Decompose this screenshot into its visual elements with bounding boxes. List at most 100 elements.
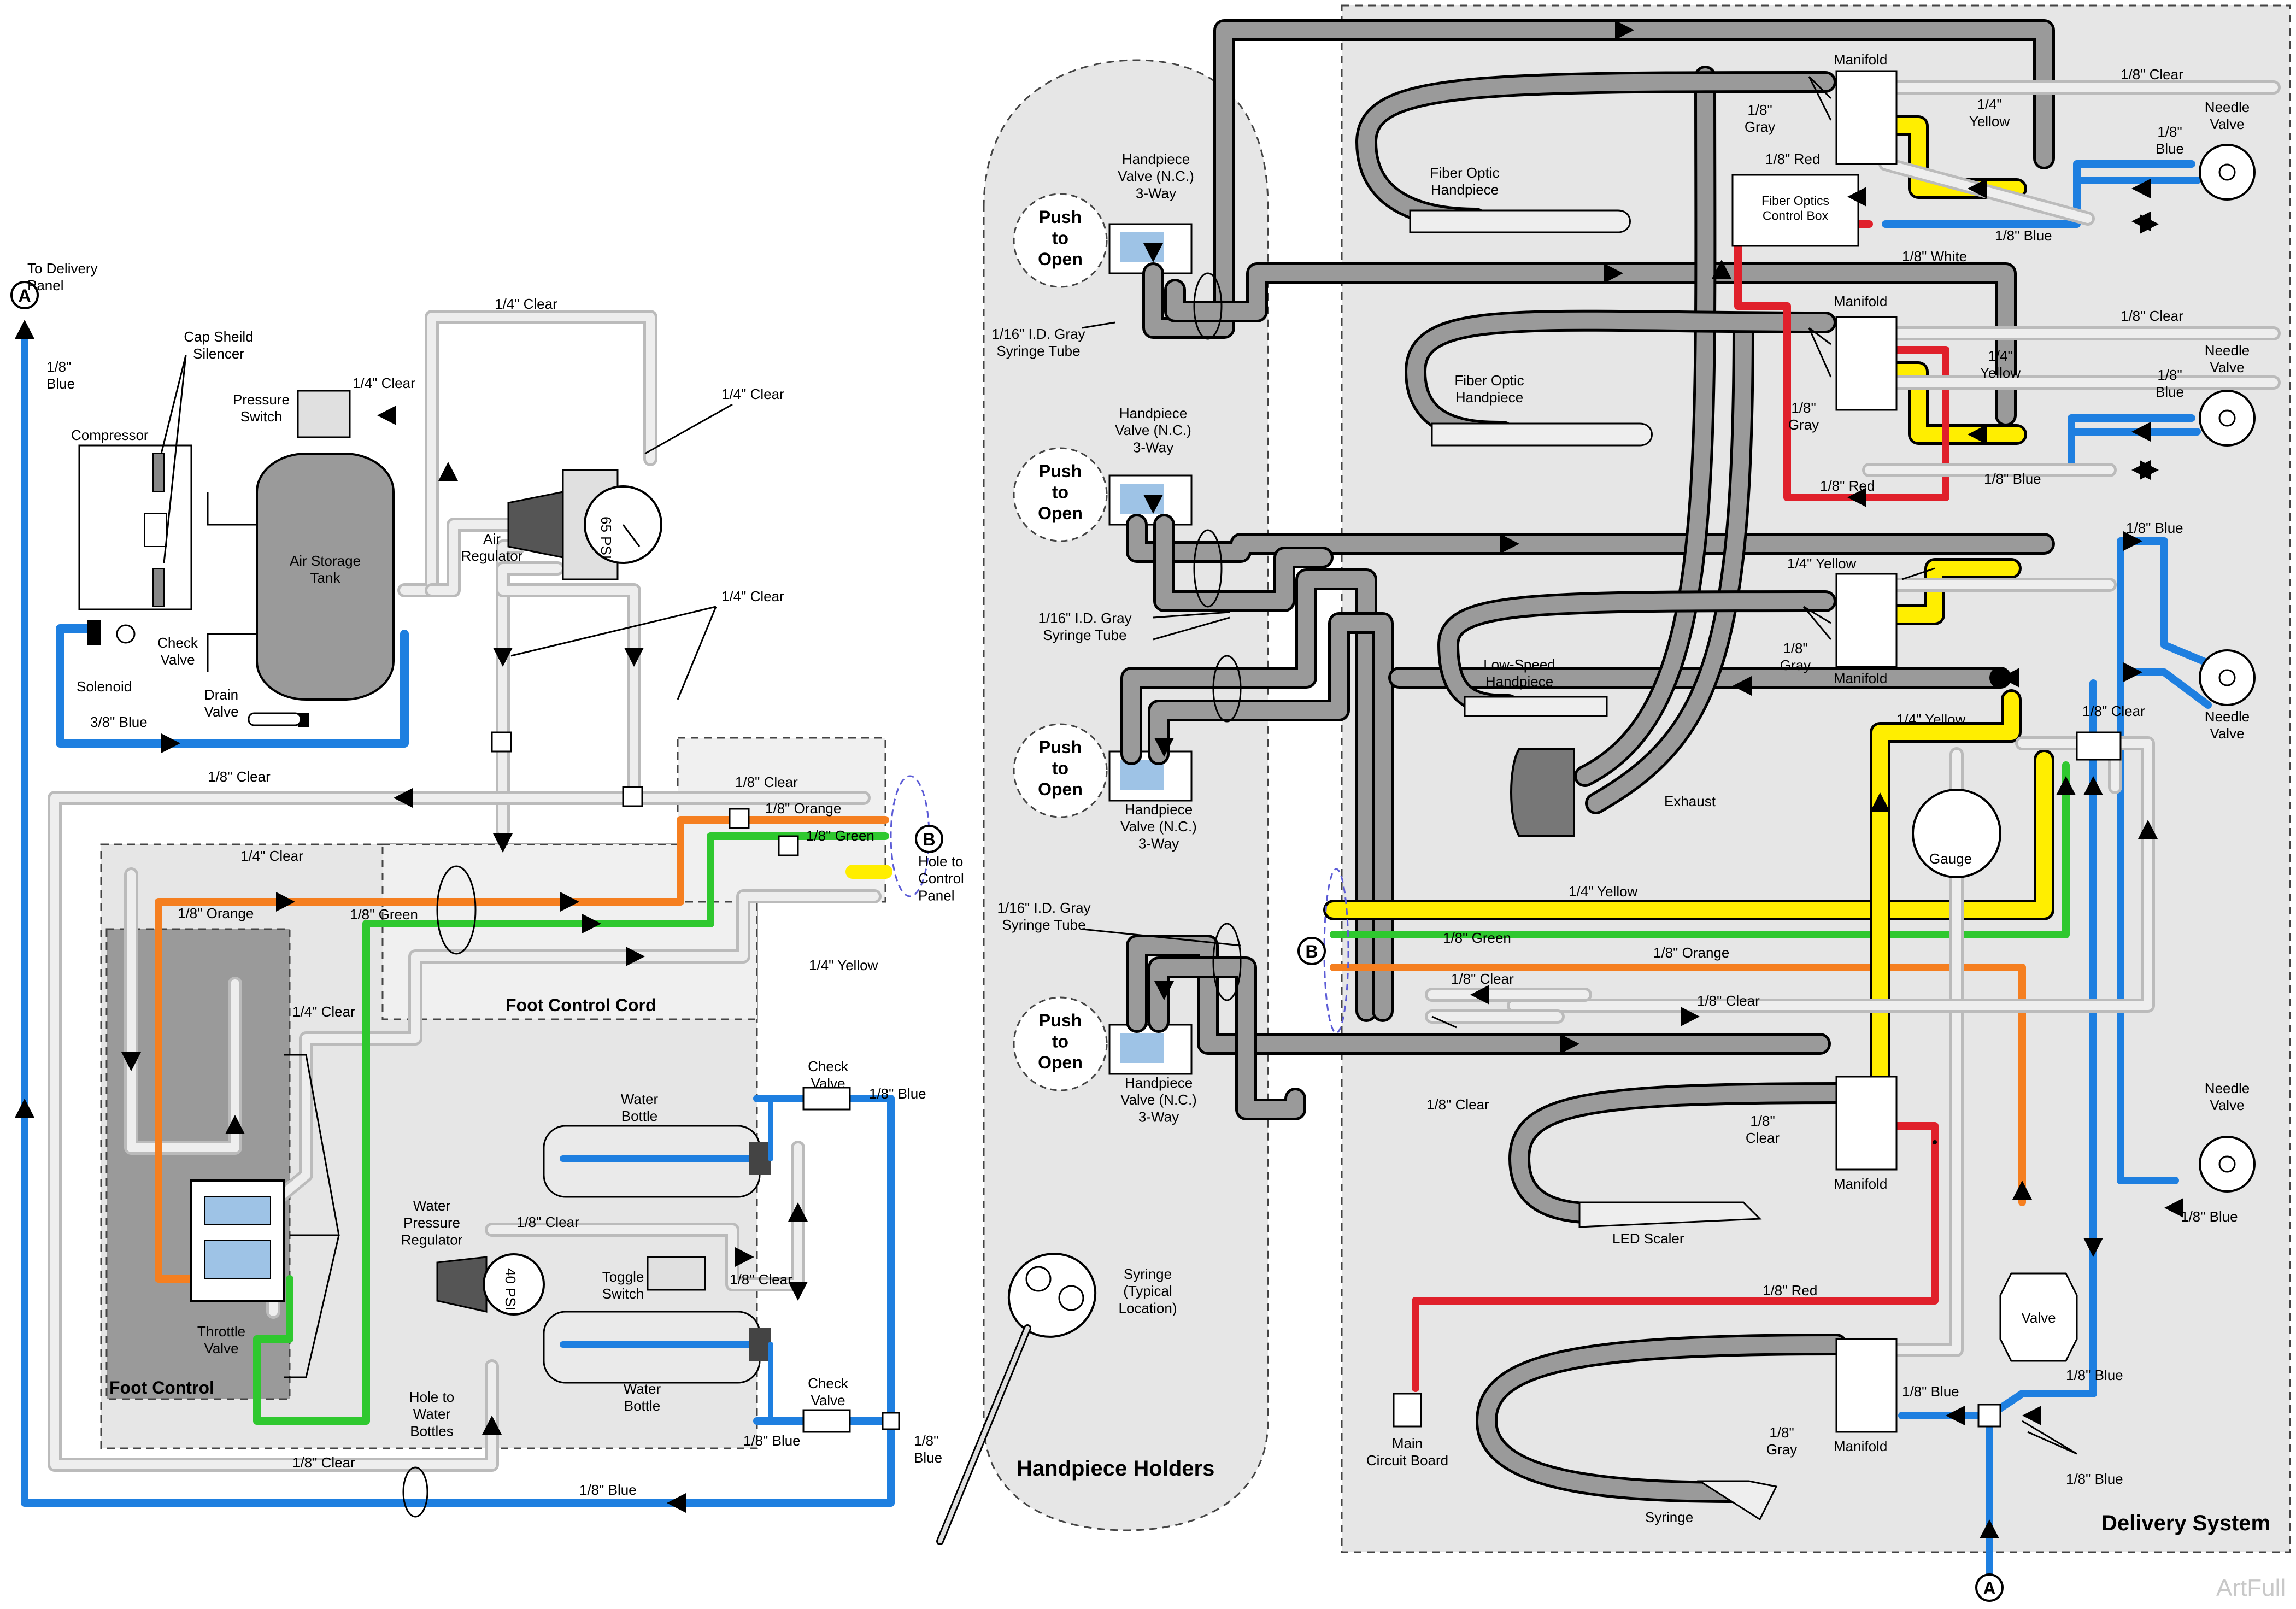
fiber-optics-control-box bbox=[1731, 174, 1859, 247]
green-1-8-a: 1/8" Green bbox=[806, 827, 874, 844]
label-line: Fiber Optic bbox=[1454, 372, 1524, 389]
label-line: 1/8" bbox=[1783, 640, 1807, 656]
label-line: 1/4" bbox=[1988, 348, 2012, 364]
blue-1-8-e: 1/8" Blue bbox=[579, 1482, 637, 1498]
label-line: Blue bbox=[914, 1449, 942, 1466]
label-line: 1/16" I.D. Gray bbox=[991, 326, 1085, 342]
clear-1-4-c: 1/4" Clear bbox=[721, 386, 784, 402]
label-line: Open bbox=[1038, 1053, 1083, 1072]
blue-1-8-d: 1/8"Blue bbox=[914, 1432, 942, 1466]
blue-1-8-r6: 1/8" Blue bbox=[2181, 1208, 2238, 1225]
label-line: Blue bbox=[46, 375, 75, 392]
clear-1-8-c: 1/8" Clear bbox=[516, 1214, 579, 1230]
label-line: Main bbox=[1392, 1435, 1423, 1452]
label-line: Handpiece bbox=[1455, 389, 1523, 406]
label-line: Panel bbox=[918, 887, 955, 903]
label-line: 1/8" bbox=[1747, 102, 1772, 118]
label-line: 1/4" bbox=[1977, 96, 2001, 113]
label-line: Water bbox=[413, 1406, 451, 1422]
label-line: Valve (N.C.) bbox=[1115, 422, 1191, 438]
label-line: Gray bbox=[1745, 119, 1775, 135]
marker-a-right bbox=[1975, 1573, 2004, 1602]
exhaust-muffler bbox=[1510, 748, 1575, 837]
orange-1-8-label: 1/8" Orange bbox=[1653, 944, 1729, 961]
label-line: Valve bbox=[811, 1392, 845, 1408]
label-line: Needle bbox=[2205, 99, 2250, 115]
label-line: Valve bbox=[2210, 1097, 2244, 1113]
label-line: 3-Way bbox=[1138, 1108, 1179, 1125]
label-line: Check bbox=[808, 1375, 849, 1391]
orange-1-8-a: 1/8" Orange bbox=[765, 800, 841, 817]
blue-3-8-label: 3/8" Blue bbox=[90, 714, 148, 730]
solenoid bbox=[87, 620, 101, 645]
label-line: Air Storage bbox=[290, 553, 361, 569]
gray-1-8-r4: 1/8"Gray bbox=[1766, 1424, 1797, 1458]
label-line: to bbox=[1052, 1031, 1068, 1051]
clear-1-4-b: 1/4" Clear bbox=[353, 375, 415, 391]
label-line: Valve bbox=[811, 1075, 845, 1091]
main-circuit-board bbox=[1393, 1393, 1422, 1428]
label-line: Valve bbox=[204, 1340, 238, 1357]
label-line: Handpiece bbox=[1119, 405, 1187, 421]
foot-control-cord-label: Foot Control Cord bbox=[506, 995, 656, 1015]
leader-lines bbox=[160, 75, 2077, 1455]
label-line: Valve bbox=[2210, 359, 2244, 375]
green-1-8-label: 1/8" Green bbox=[1443, 930, 1511, 946]
label-line: Switch bbox=[240, 408, 283, 425]
water-gauge-40 bbox=[483, 1253, 545, 1316]
delivery-system-label: Delivery System bbox=[2101, 1511, 2270, 1535]
label-line: Water bbox=[621, 1091, 659, 1107]
label-line: 1/8" bbox=[1750, 1113, 1775, 1129]
marker-b-left-label: B bbox=[923, 830, 935, 849]
manifold-2-label: Manifold bbox=[1834, 293, 1887, 309]
label-line: Pressure bbox=[233, 391, 290, 408]
label-line: Handpiece bbox=[1125, 1074, 1193, 1091]
check-valve-bottom bbox=[802, 1409, 851, 1433]
label-line: 1/8" bbox=[1791, 400, 1816, 416]
label-line: (Typical bbox=[1123, 1283, 1172, 1299]
led-scaler-label: LED Scaler bbox=[1612, 1230, 1684, 1247]
label-line: Valve bbox=[160, 651, 195, 668]
label-line: Handpiece bbox=[1122, 151, 1190, 167]
blue-1-8-c: 1/8" Blue bbox=[743, 1432, 801, 1449]
blue-1-8-r9: 1/8" Blue bbox=[2066, 1471, 2123, 1487]
green-1-8-b: 1/8" Green bbox=[350, 906, 418, 923]
label-line: Gray bbox=[1788, 416, 1819, 433]
yellow-1-4-r4: 1/4" Yellow bbox=[1896, 711, 1966, 727]
label-line: Open bbox=[1038, 779, 1083, 799]
compressor bbox=[78, 444, 192, 610]
clear-1-8-e: 1/8" Clear bbox=[292, 1454, 355, 1471]
label-line: Open bbox=[1038, 249, 1083, 269]
label-line: Pressure bbox=[403, 1214, 460, 1231]
air-storage-tank bbox=[256, 453, 395, 701]
gauge-label: Gauge bbox=[1929, 850, 1972, 867]
delivery-components bbox=[1393, 70, 2256, 1433]
label-line: Water bbox=[624, 1381, 661, 1397]
watermark: ArtFull bbox=[2216, 1575, 2286, 1601]
label-line: Hole to bbox=[409, 1389, 454, 1405]
label-line: 1/8" bbox=[2157, 124, 2182, 140]
label-line: Cap Sheild bbox=[184, 328, 253, 345]
gauge-40-label: 40 PSI bbox=[502, 1268, 519, 1311]
orange-1-8-line bbox=[155, 816, 889, 1283]
water-pressure-regulator bbox=[436, 1256, 488, 1313]
clear-1-4-e: 1/4" Clear bbox=[240, 848, 303, 864]
label-line: 3-Way bbox=[1138, 835, 1179, 852]
compressor-label: Compressor bbox=[71, 427, 149, 443]
label-line: Needle bbox=[2205, 342, 2250, 359]
